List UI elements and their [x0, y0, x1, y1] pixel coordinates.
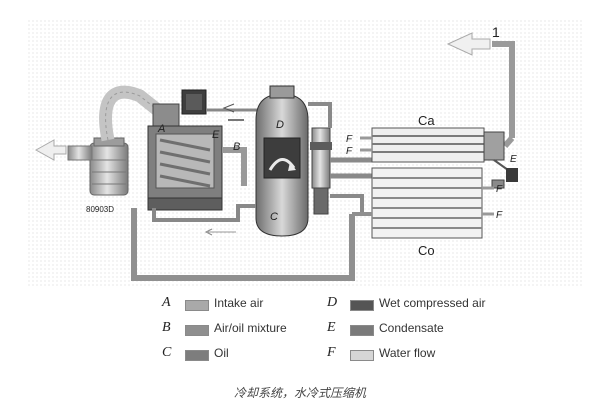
- label-f2: F: [346, 146, 353, 157]
- label-f3: F: [496, 184, 503, 195]
- air-oil-pipe: [222, 147, 247, 186]
- label-f1: F: [346, 134, 353, 145]
- outlet-arrow: [446, 32, 491, 56]
- model-label: 80903D: [86, 205, 114, 214]
- figure-caption: 冷却系统，水冷式压缩机: [233, 386, 366, 400]
- aftercooler-ca: [371, 127, 505, 163]
- check-valve-column: [310, 127, 332, 215]
- oil-cooler-co: [371, 167, 483, 239]
- label-e-top: E: [212, 129, 220, 141]
- oil-return-pipe: [152, 204, 256, 222]
- unloader-valve: [152, 89, 207, 127]
- intake-filter: [67, 137, 129, 196]
- label-b: B: [233, 141, 240, 153]
- compressor-element: [147, 125, 223, 211]
- label-ca: Ca: [418, 113, 435, 128]
- outlet-label: 1: [492, 24, 500, 40]
- oil-separator-tank: [255, 85, 309, 237]
- label-co: Co: [418, 243, 435, 258]
- intake-arrow: [34, 139, 67, 161]
- label-d: D: [276, 119, 284, 131]
- oil-cooler-loop: [131, 208, 355, 281]
- label-f4: F: [496, 210, 503, 221]
- outlet-pipe: [492, 41, 515, 138]
- label-e-right: E: [510, 154, 517, 165]
- label-c: C: [270, 211, 278, 223]
- condensate-drain: [491, 159, 518, 189]
- label-a: A: [157, 123, 165, 135]
